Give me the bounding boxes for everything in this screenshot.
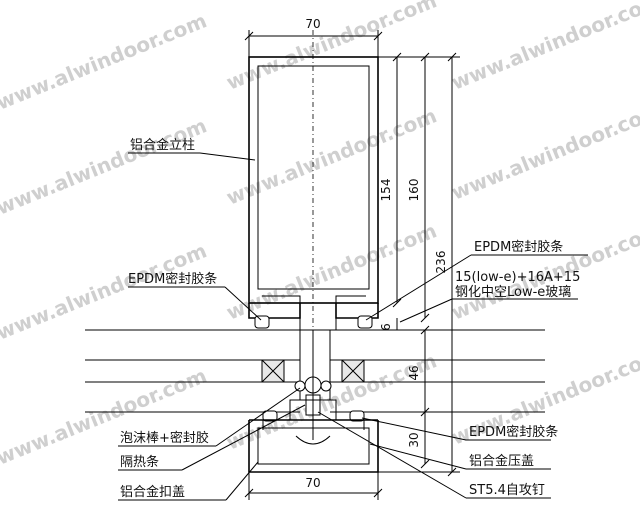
dim-236: 236 xyxy=(434,251,448,274)
leader-lines xyxy=(118,152,588,501)
glass-spacers xyxy=(261,359,365,383)
label-glass-spec-1: 15(low-e)+16A+15 xyxy=(455,270,580,285)
insulated-glass-right xyxy=(330,329,545,413)
watermark: www.alwindoor.com xyxy=(0,238,210,344)
dim-154: 154 xyxy=(379,179,393,202)
watermark: www.alwindoor.com xyxy=(0,8,210,114)
watermark: www.alwindoor.com xyxy=(223,0,440,95)
label-cover-cap: 铝合金扣盖 xyxy=(120,484,185,500)
watermark: www.alwindoor.com xyxy=(448,98,640,204)
epdm-gaskets xyxy=(254,315,373,422)
label-foam-rod: 泡沫棒+密封胶 xyxy=(120,430,209,446)
label-mullion: 铝合金立柱 xyxy=(130,137,195,153)
label-epdm-right-top: EPDM密封胶条 xyxy=(474,239,563,255)
dim-top-width: 70 xyxy=(305,17,320,31)
dim-30: 30 xyxy=(407,432,421,447)
label-screw: ST5.4自攻钉 xyxy=(469,483,545,498)
dim-bottom-width: 70 xyxy=(305,476,320,490)
watermark: www.alwindoor.com xyxy=(0,363,210,469)
pressure-plate-and-cover-cap xyxy=(248,419,379,473)
dim-160: 160 xyxy=(407,179,421,202)
label-thermal-break: 隔热条 xyxy=(120,454,159,470)
label-glass-spec-2: 钢化中空Low-e玻璃 xyxy=(455,285,571,300)
watermark: www.alwindoor.com xyxy=(223,218,440,324)
dimension-lines xyxy=(244,30,460,500)
watermark: www.alwindoor.com xyxy=(0,113,210,219)
aluminium-mullion xyxy=(248,30,379,440)
label-epdm-right-bottom: EPDM密封胶条 xyxy=(469,424,558,440)
dim-46: 46 xyxy=(407,365,421,380)
watermark: www.alwindoor.com xyxy=(448,0,640,95)
label-epdm-left: EPDM密封胶条 xyxy=(128,271,217,287)
dim-6: 6 xyxy=(379,323,393,331)
label-pressure-plate: 铝合金压盖 xyxy=(469,453,534,469)
